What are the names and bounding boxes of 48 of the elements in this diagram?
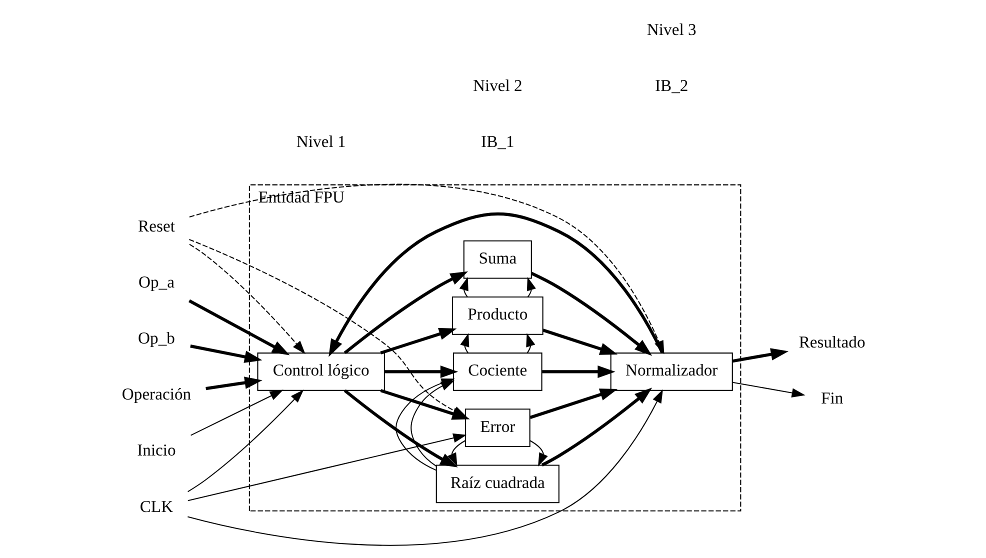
label: IB_1	[480, 132, 514, 152]
arrow	[188, 184, 664, 354]
arrow	[526, 276, 536, 298]
arrow	[380, 328, 456, 354]
arrow	[529, 440, 548, 466]
node-text: Op_a	[138, 272, 174, 292]
arrow	[732, 348, 788, 363]
node-box: Suma	[462, 240, 532, 279]
label: Nivel 3	[646, 20, 696, 40]
arrow	[530, 272, 652, 356]
node-box: Raíz cuadrada	[435, 464, 559, 504]
arrow	[540, 388, 652, 466]
node-text: Inicio	[136, 440, 176, 460]
node-box: Normalizador	[610, 352, 732, 391]
arrow	[205, 376, 262, 390]
arrow	[529, 388, 618, 420]
arrow	[460, 333, 469, 354]
arrow	[542, 328, 618, 355]
arrow	[542, 366, 615, 378]
node-text: Reset	[138, 216, 174, 236]
node-text: Operación	[121, 384, 191, 404]
arrow	[188, 244, 305, 354]
arrow	[187, 389, 662, 546]
label: Nivel 1	[296, 132, 346, 152]
arrow	[188, 238, 466, 417]
arrow	[328, 212, 664, 357]
arrow	[188, 299, 290, 356]
node-text: Op_b	[138, 328, 174, 348]
node-box: Cociente	[452, 352, 542, 391]
arrow	[187, 390, 304, 492]
arrow	[343, 389, 458, 468]
arrow	[732, 382, 805, 398]
node-text: CLK	[139, 496, 173, 516]
node-box: Control lógico	[256, 352, 384, 391]
node-text: Resultado	[798, 332, 865, 352]
arrow	[458, 276, 468, 298]
label: Nivel 2	[472, 76, 522, 96]
arrow	[190, 344, 262, 363]
arrow	[384, 366, 458, 378]
node-box: Producto	[451, 296, 543, 335]
arrow	[343, 271, 468, 354]
arrow	[190, 390, 283, 436]
arrow	[446, 440, 466, 466]
node-text: Fin	[820, 388, 843, 408]
node-box: Error	[464, 408, 530, 448]
arrow	[526, 333, 535, 354]
label: IB_2	[654, 76, 688, 96]
arrow	[187, 433, 466, 502]
